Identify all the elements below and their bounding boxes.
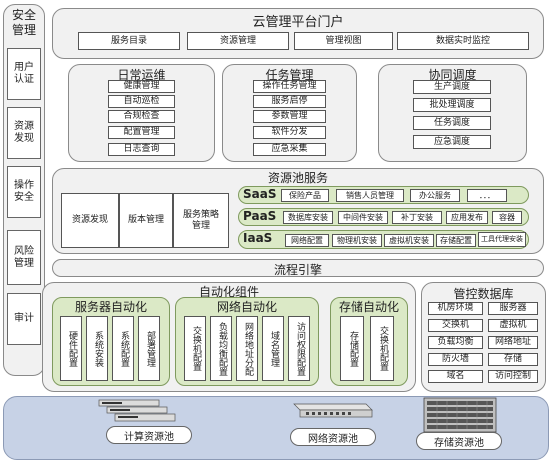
task-item: 应急采集 bbox=[253, 143, 326, 156]
coordination-title: 协同调度 bbox=[428, 68, 477, 82]
storage-automation-item: 交换机配置 bbox=[370, 316, 394, 381]
server-automation-item: 系统配置 bbox=[112, 316, 134, 381]
ops-item: 自动巡检 bbox=[108, 95, 175, 108]
cmdb-title: 管控数据库 bbox=[453, 287, 514, 301]
cmdb-item: 服务器 bbox=[488, 302, 538, 315]
saas-item: 办公服务 bbox=[410, 189, 460, 202]
network-automation-item-text: 访问权限配置 bbox=[294, 321, 305, 376]
task-item: 软件分发 bbox=[253, 126, 326, 139]
server-automation-item: 系统安装 bbox=[86, 316, 108, 381]
iaas-label: IaaS bbox=[243, 231, 273, 245]
server-automation-item-text: 部署管理 bbox=[144, 330, 155, 367]
cmdb-item: 防火墙 bbox=[428, 353, 483, 366]
network-automation-item: 域名管理 bbox=[262, 316, 284, 381]
network-automation-item-text: 交换机配置 bbox=[190, 326, 201, 371]
iaas-item: 工具代理安装 bbox=[478, 232, 526, 247]
portal-item-management-view: 管理视图 bbox=[294, 32, 393, 50]
network-automation-item: 负载均衡配置 bbox=[210, 316, 232, 381]
iaas-item: 虚拟机安装 bbox=[384, 234, 434, 247]
server-automation-item: 部署管理 bbox=[138, 316, 160, 381]
storage-automation-item-text: 存储配置 bbox=[347, 330, 358, 367]
saas-label: SaaS bbox=[243, 187, 277, 201]
coord-item: 应急调度 bbox=[413, 135, 491, 149]
storage-automation-item: 存储配置 bbox=[340, 316, 364, 381]
task-item: 服务启停 bbox=[253, 95, 326, 108]
sidebar-item-user-auth: 用户 认证 bbox=[7, 48, 41, 100]
cmdb-item: 虚拟机 bbox=[488, 319, 538, 332]
network-switch-icon bbox=[293, 403, 373, 418]
sidebar-item-risk-management: 风险 管理 bbox=[7, 230, 41, 285]
server-automation-item-text: 系统安装 bbox=[92, 330, 103, 367]
network-automation-item-text: 负载均衡配置 bbox=[216, 321, 227, 376]
cmdb-item: 网络地址 bbox=[488, 336, 538, 349]
flow-engine-title: 流程引擎 bbox=[273, 263, 322, 277]
network-automation-title: 网络自动化 bbox=[216, 300, 277, 314]
network-automation-item: 交换机配置 bbox=[184, 316, 206, 381]
task-item: 操作任务管理 bbox=[253, 80, 326, 93]
paas-label: PaaS bbox=[243, 209, 277, 223]
network-automation-item-text: 网络地址分配 bbox=[242, 321, 253, 376]
task-item: 参数管理 bbox=[253, 110, 326, 123]
paas-item: 容器 bbox=[492, 211, 522, 224]
ops-item: 配置管理 bbox=[108, 126, 175, 139]
paas-item: 补丁安装 bbox=[392, 211, 442, 224]
saas-item: 销售人员管理 bbox=[336, 189, 404, 202]
iaas-item: 物理机安装 bbox=[332, 234, 382, 247]
task-management-title: 任务管理 bbox=[265, 68, 314, 82]
server-automation-title: 服务器自动化 bbox=[74, 300, 147, 314]
server-automation-item-text: 系统配置 bbox=[118, 330, 129, 367]
server-rack-icon bbox=[98, 399, 176, 422]
daily-ops-title: 日常运维 bbox=[117, 68, 166, 82]
server-automation-item: 硬件配置 bbox=[60, 316, 82, 381]
storage-automation-title: 存储自动化 bbox=[338, 300, 399, 314]
saas-item: ．．． bbox=[467, 189, 507, 202]
flow-engine-bar bbox=[52, 259, 544, 277]
compute-pool-label: 计算资源池 bbox=[106, 426, 192, 444]
cmdb-item: 访问控制 bbox=[488, 370, 538, 383]
portal-item-service-catalog: 服务目录 bbox=[78, 32, 180, 50]
sidebar-item-operation-security: 操作 安全 bbox=[7, 166, 41, 218]
network-automation-item: 访问权限配置 bbox=[288, 316, 310, 381]
automation-title: 自动化组件 bbox=[198, 285, 259, 299]
storage-pool-label: 存储资源池 bbox=[416, 432, 502, 450]
saas-item: 保险产品 bbox=[281, 189, 329, 202]
portal-item-realtime-monitoring: 数据实时监控 bbox=[397, 32, 529, 50]
portal-title: 云管理平台门户 bbox=[252, 15, 344, 30]
sidebar-item-audit: 审计 bbox=[7, 293, 41, 345]
server-automation-item-text: 硬件配置 bbox=[66, 330, 77, 367]
storage-automation-item-text: 交换机配置 bbox=[377, 326, 388, 371]
ops-item: 合规检查 bbox=[108, 110, 175, 123]
sidebar-item-resource-discovery: 资源 发现 bbox=[7, 107, 41, 159]
cmdb-item: 域名 bbox=[428, 370, 483, 383]
portal-item-resource-management: 资源管理 bbox=[187, 32, 289, 50]
iaas-item: 存储配置 bbox=[436, 234, 476, 247]
coord-item: 任务调度 bbox=[413, 116, 491, 130]
pool-left-item-resource-discovery: 资源发现 bbox=[61, 193, 119, 248]
cmdb-item: 存储 bbox=[488, 353, 538, 366]
ops-item: 日志查询 bbox=[108, 143, 175, 156]
iaas-item: 网络配置 bbox=[285, 234, 329, 247]
pool-left-item-version-management: 版本管理 bbox=[119, 193, 173, 248]
paas-item: 应用发布 bbox=[446, 211, 488, 224]
ops-item: 健康管理 bbox=[108, 80, 175, 93]
resource-pool-service-title: 资源池服务 bbox=[267, 171, 328, 185]
cmdb-item: 交换机 bbox=[428, 319, 483, 332]
cmdb-item: 负载均衡 bbox=[428, 336, 483, 349]
sidebar-title: 安全 管理 bbox=[11, 8, 36, 37]
paas-item: 中间件安装 bbox=[338, 211, 388, 224]
paas-item: 数据库安装 bbox=[283, 211, 333, 224]
cmdb-item: 机房环境 bbox=[428, 302, 483, 315]
coord-item: 批处理调度 bbox=[413, 98, 491, 112]
pool-left-item-service-policy: 服务策略 管理 bbox=[173, 193, 229, 248]
storage-array-icon bbox=[423, 397, 497, 433]
network-automation-item: 网络地址分配 bbox=[236, 316, 258, 381]
network-automation-item-text: 域名管理 bbox=[268, 330, 279, 367]
coord-item: 生产调度 bbox=[413, 80, 491, 94]
network-pool-label: 网络资源池 bbox=[290, 428, 376, 446]
